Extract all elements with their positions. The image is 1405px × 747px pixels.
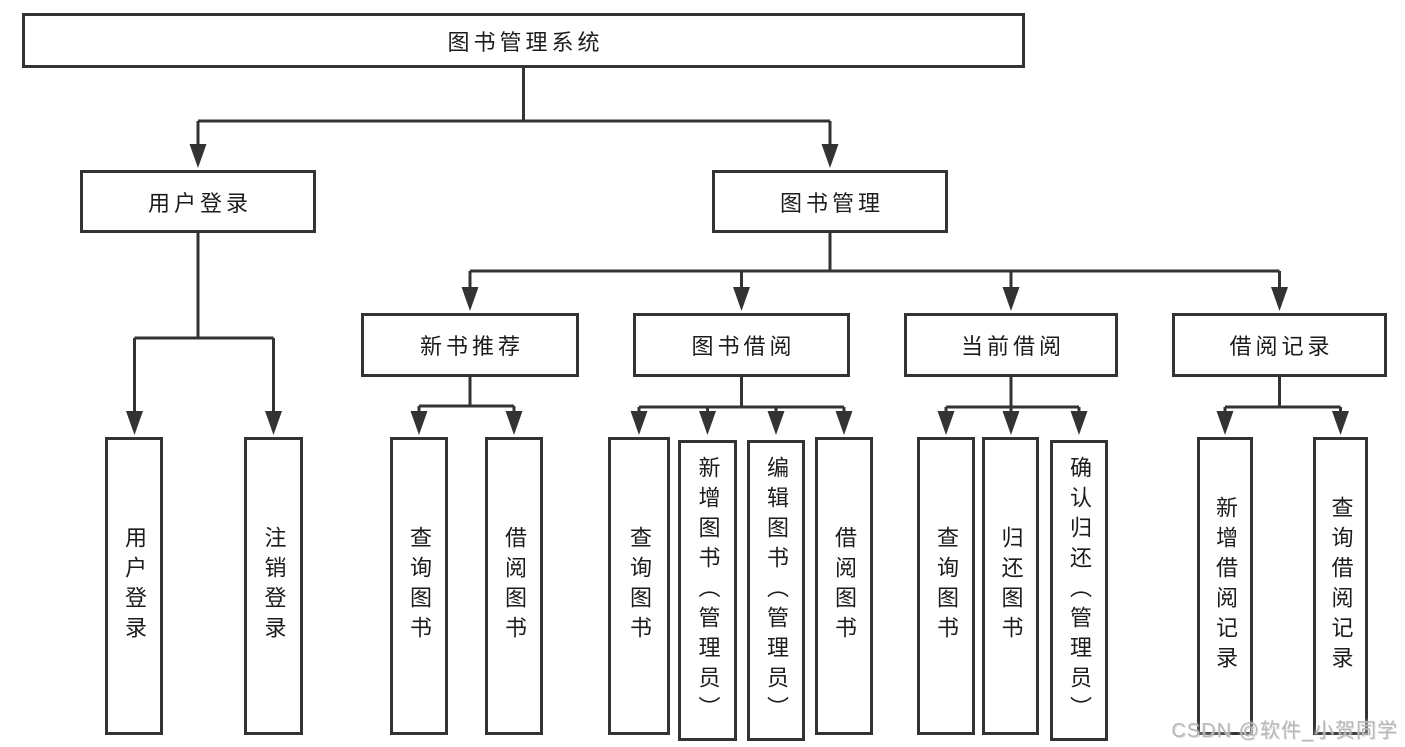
watermark: CSDN @软件_小贺同学 bbox=[1171, 720, 1398, 742]
arrowheads bbox=[126, 144, 1349, 435]
node-label: 查询图书 bbox=[934, 526, 959, 646]
node-label: 归还图书 bbox=[998, 526, 1024, 646]
node-borrowing-records: 借阅记录 bbox=[1172, 313, 1387, 377]
leaf-query-books-borrowing: 查询图书 bbox=[608, 437, 670, 735]
node-label: 确认归还（管理员） bbox=[1067, 455, 1092, 726]
node-label: 新增图书（管理员） bbox=[695, 455, 721, 726]
node-book-management: 图书管理 bbox=[712, 170, 948, 233]
node-current-borrowing: 当前借阅 bbox=[904, 313, 1118, 377]
node-label: 借阅记录 bbox=[1229, 334, 1334, 359]
node-label: 借阅图书 bbox=[832, 526, 857, 646]
node-label: 图书借阅 bbox=[691, 334, 796, 359]
node-label: 新书推荐 bbox=[419, 334, 524, 359]
node-new-book-recommend: 新书推荐 bbox=[361, 313, 579, 377]
node-label: 借阅图书 bbox=[502, 526, 527, 646]
node-label: 编辑图书（管理员） bbox=[764, 455, 789, 726]
node-label: 用户登录 bbox=[122, 526, 147, 646]
node-label: 用户登录 bbox=[147, 190, 252, 216]
leaf-query-books-recommend: 查询图书 bbox=[390, 437, 448, 735]
node-label: 图书管理系统 bbox=[447, 29, 604, 55]
leaf-user-login: 用户登录 bbox=[105, 437, 163, 735]
node-label: 查询图书 bbox=[627, 526, 652, 646]
node-book-borrowing: 图书借阅 bbox=[633, 313, 850, 377]
leaf-logout: 注销登录 bbox=[244, 437, 303, 735]
node-label: 新增借阅记录 bbox=[1213, 496, 1238, 676]
node-label: 注销登录 bbox=[261, 526, 287, 646]
leaf-return-books: 归还图书 bbox=[982, 437, 1039, 735]
leaf-borrow-books-borrowing: 借阅图书 bbox=[815, 437, 873, 735]
node-label: 当前借阅 bbox=[960, 334, 1065, 359]
node-label: 图书管理 bbox=[779, 190, 884, 216]
leaf-borrow-books-recommend: 借阅图书 bbox=[485, 437, 543, 735]
leaf-confirm-return-admin: 确认归还（管理员） bbox=[1050, 440, 1108, 741]
leaf-add-book-admin: 新增图书（管理员） bbox=[678, 440, 737, 741]
leaf-query-borrow-record: 查询借阅记录 bbox=[1313, 437, 1368, 735]
leaf-add-borrow-record: 新增借阅记录 bbox=[1197, 437, 1253, 735]
node-user-login: 用户登录 bbox=[80, 170, 316, 233]
node-root-system: 图书管理系统 bbox=[22, 13, 1025, 68]
leaf-query-books-current: 查询图书 bbox=[917, 437, 975, 735]
node-label: 查询图书 bbox=[407, 526, 432, 646]
node-label: 查询借阅记录 bbox=[1328, 496, 1354, 676]
leaf-edit-book-admin: 编辑图书（管理员） bbox=[747, 440, 805, 741]
